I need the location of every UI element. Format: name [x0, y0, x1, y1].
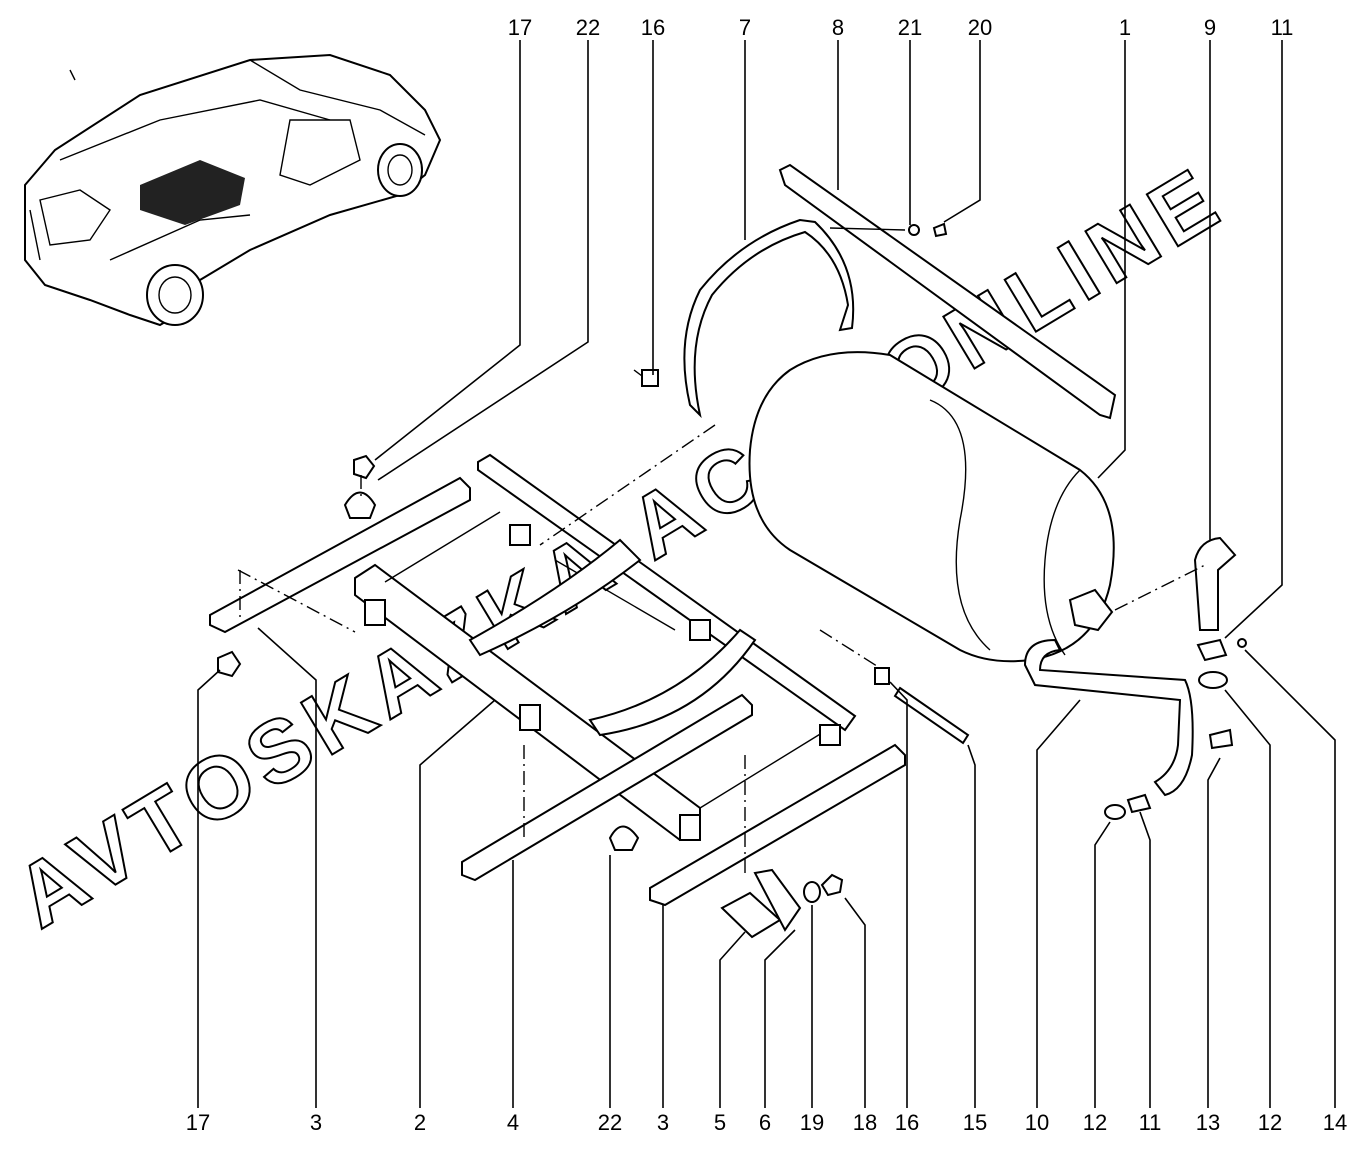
plates-bolt-19-18	[720, 868, 844, 939]
callout-16-top: 16	[641, 15, 665, 40]
crossmember-3-right	[649, 743, 906, 907]
callout-12-right: 12	[1258, 1110, 1282, 1135]
callout-6: 6	[759, 1110, 771, 1135]
callout-9: 9	[1204, 15, 1216, 40]
callout-22-top: 22	[576, 15, 600, 40]
callout-12-left: 12	[1083, 1110, 1107, 1135]
callout-4: 4	[507, 1110, 519, 1135]
gas-tank	[748, 351, 1115, 663]
callout-17-top: 17	[508, 15, 532, 40]
callout-5: 5	[714, 1110, 726, 1135]
callout-3-right: 3	[657, 1110, 669, 1135]
callout-16-bottom: 16	[895, 1110, 919, 1135]
callout-8: 8	[832, 15, 844, 40]
leader-lines-top	[374, 40, 1283, 639]
crossmember-4	[461, 693, 753, 882]
filler-pipe	[1023, 536, 1237, 797]
threaded-rod	[893, 686, 970, 745]
callout-3-left: 3	[310, 1110, 322, 1135]
callout-18: 18	[853, 1110, 877, 1135]
callout-14: 14	[1323, 1110, 1347, 1135]
vehicle-inset-illustration	[24, 53, 442, 327]
callout-1: 1	[1119, 15, 1131, 40]
washer-nut-21-20	[829, 222, 948, 238]
callout-22-bottom: 22	[598, 1110, 622, 1135]
clip-16-top	[633, 369, 659, 387]
callout-15: 15	[963, 1110, 987, 1135]
callout-7: 7	[739, 15, 751, 40]
alignment-lines	[237, 424, 1206, 878]
callout-20: 20	[968, 15, 992, 40]
callout-19: 19	[800, 1110, 824, 1135]
top-callouts: 17 22 16 7 8 21 20 1 9 11	[508, 15, 1294, 40]
fittings-11-12-13-14	[1104, 638, 1247, 820]
fasteners-17-22	[217, 454, 890, 851]
callout-11-top: 11	[1271, 15, 1294, 40]
tank-strap	[683, 218, 855, 419]
callout-17-bottom: 17	[186, 1110, 210, 1135]
callout-13: 13	[1196, 1110, 1220, 1135]
callout-10: 10	[1025, 1110, 1049, 1135]
leader-lines-bottom	[197, 627, 1336, 1108]
callout-21: 21	[898, 15, 922, 40]
callout-11-bottom: 11	[1139, 1110, 1162, 1135]
crossmember-3-left	[209, 476, 471, 634]
bottom-callouts: 17 3 2 4 22 3 5 6 19 18 16 15 10 12 11 1…	[186, 1110, 1347, 1135]
callout-2: 2	[414, 1110, 426, 1135]
